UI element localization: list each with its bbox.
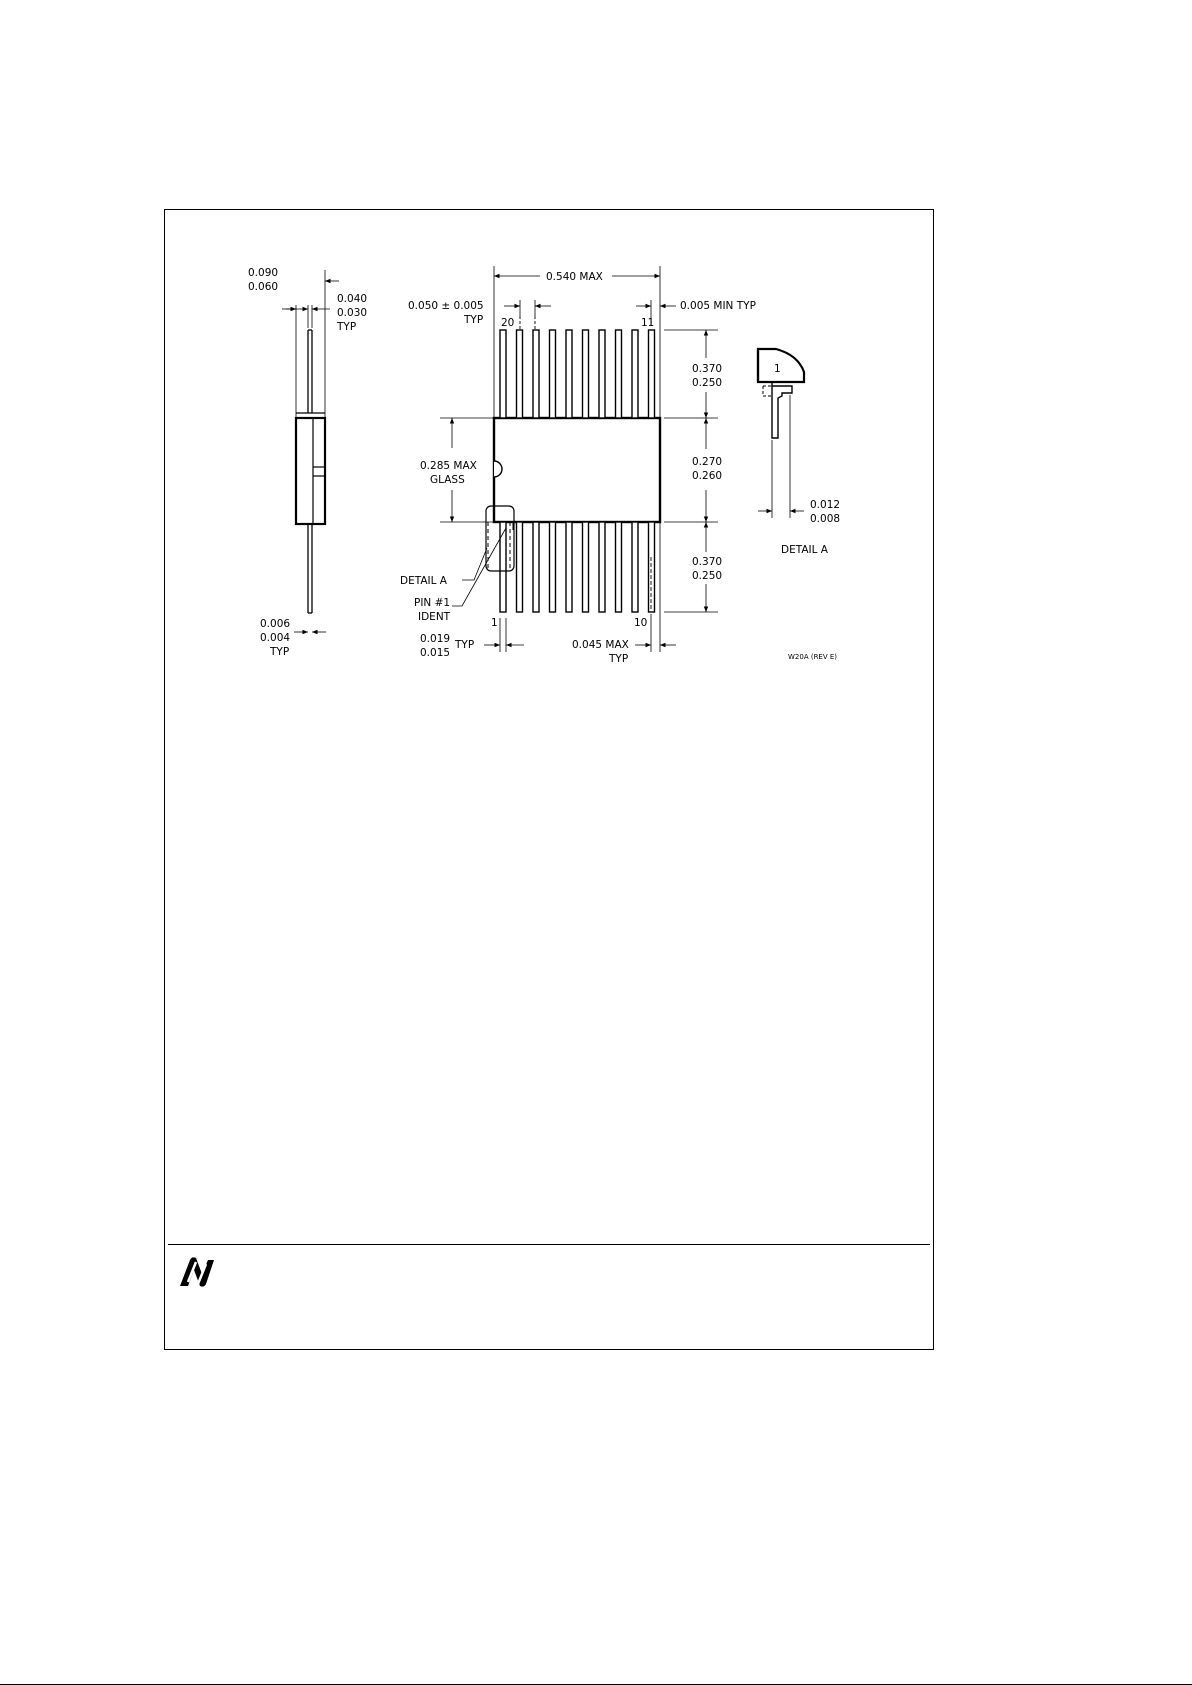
side-lead-thickness-max: 0.006 — [260, 618, 290, 630]
lead-top — [616, 330, 622, 418]
side-thickness-max: 0.090 — [248, 267, 278, 279]
lead-top — [500, 330, 506, 418]
side-body — [296, 418, 325, 524]
lead-top — [566, 330, 572, 418]
pin1-ident-line2: IDENT — [418, 611, 451, 623]
pin-11-label: 11 — [641, 317, 654, 329]
detail-a-title: DETAIL A — [781, 544, 829, 556]
lead-length-bottom-max: 0.370 — [692, 556, 722, 568]
leads-bottom — [500, 522, 655, 612]
package-body — [494, 418, 660, 522]
lead-top — [583, 330, 589, 418]
lead-width-min: 0.015 — [420, 647, 450, 659]
company-logo — [180, 1257, 214, 1286]
lead-top — [649, 330, 655, 418]
lead-bottom — [616, 522, 622, 612]
lead-bottom — [632, 522, 638, 612]
detail-a-callout: DETAIL A — [400, 575, 448, 587]
side-standoff-max: 0.040 — [337, 293, 367, 305]
lead-bottom — [500, 522, 506, 612]
lead-top — [550, 330, 556, 418]
pin1-notch — [494, 461, 502, 477]
lead-bottom — [649, 522, 655, 612]
side-standoff-min: 0.030 — [337, 307, 367, 319]
pitch-note: TYP — [463, 314, 483, 326]
lead-bottom — [533, 522, 539, 612]
revision-code: W20A (REV E) — [788, 653, 837, 661]
detail-a-dim-min: 0.008 — [810, 513, 840, 525]
body-width-max: 0.270 — [692, 456, 722, 468]
detail-a-dim-max: 0.012 — [810, 499, 840, 511]
detail-a-view — [758, 349, 804, 518]
lead-bottom — [566, 522, 572, 612]
end-gap-note: TYP — [608, 653, 628, 665]
lead-width-note: TYP — [454, 639, 474, 651]
body-width-min: 0.260 — [692, 470, 722, 482]
lead-top — [599, 330, 605, 418]
lead-bottom — [550, 522, 556, 612]
side-thickness-min: 0.060 — [248, 281, 278, 293]
end-gap: 0.045 MAX — [572, 639, 629, 651]
lead-length-bottom-min: 0.250 — [692, 570, 722, 582]
pin-20-label: 20 — [501, 317, 514, 329]
side-lead-thickness-note: TYP — [269, 646, 289, 658]
detail-a-lead — [772, 382, 792, 438]
lead-bottom — [517, 522, 523, 612]
lead-top — [517, 330, 523, 418]
side-lead-thickness-min: 0.004 — [260, 632, 290, 644]
detail-a-pin-label: 1 — [774, 363, 781, 375]
lead-length-top-max: 0.370 — [692, 363, 722, 375]
leads-top — [500, 330, 655, 418]
overall-length: 0.540 MAX — [546, 271, 603, 283]
side-view — [282, 270, 339, 632]
glass-label: GLASS — [430, 474, 465, 486]
side-standoff-note: TYP — [336, 321, 356, 333]
pin-10-label: 10 — [634, 617, 647, 629]
lead-top — [533, 330, 539, 418]
lead-bottom — [583, 522, 589, 612]
lead-width-max: 0.019 — [420, 633, 450, 645]
edge-gap: 0.005 MIN TYP — [680, 300, 756, 312]
pitch-dim: 0.050 ± 0.005 — [408, 300, 484, 312]
glass-width: 0.285 MAX — [420, 460, 477, 472]
lead-top — [632, 330, 638, 418]
pin-1-label: 1 — [491, 617, 498, 629]
pin1-ident-line1: PIN #1 — [414, 597, 450, 609]
lead-length-top-min: 0.250 — [692, 377, 722, 389]
detail-a-body — [758, 349, 804, 382]
lead-bottom — [599, 522, 605, 612]
